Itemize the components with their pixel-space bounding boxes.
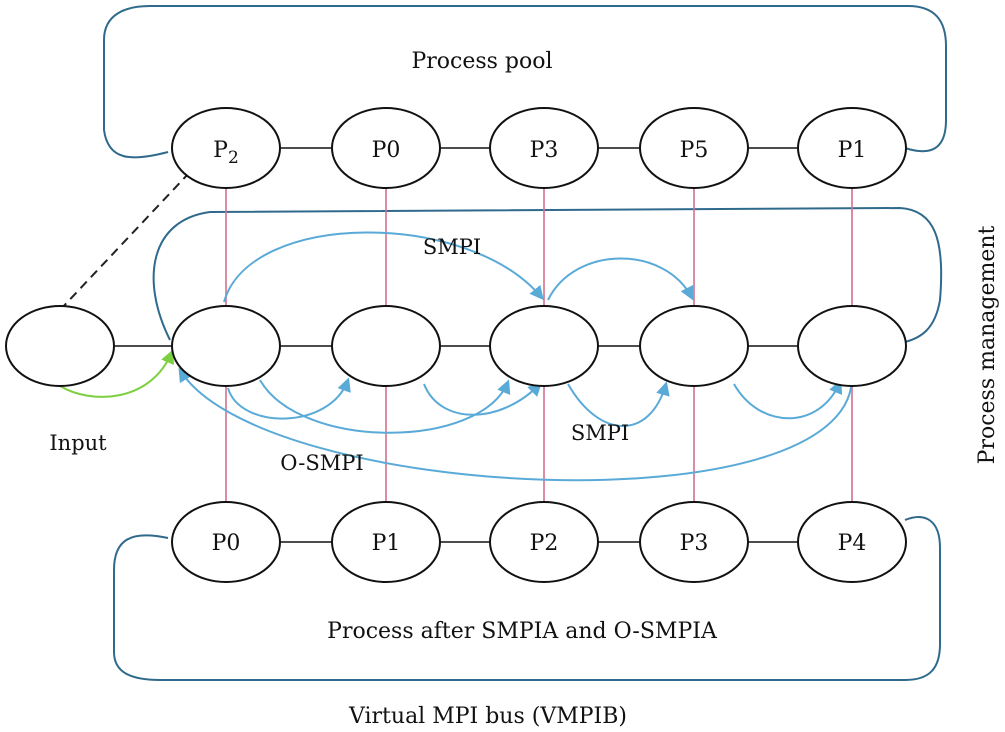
- smpi-label-bottom: SMPI: [571, 421, 629, 445]
- pool-node-label-1: P2: [213, 138, 239, 168]
- bus-node-5: [797, 501, 907, 583]
- smpi-arrows: [178, 231, 853, 482]
- process-after-label: Process after SMPIA and O-SMPIA: [327, 619, 718, 644]
- pool-node-label-2: P0: [372, 138, 401, 163]
- osmpi-label: O-SMPI: [280, 451, 363, 475]
- pool-node-label-1-main: P: [213, 138, 228, 163]
- pool-node-label-5: P1: [838, 138, 867, 163]
- input-dashed-link: [59, 171, 191, 311]
- process-management-row: [5, 305, 907, 387]
- bus-node-4: [639, 501, 749, 583]
- bus-node-label-2: P1: [372, 531, 401, 556]
- bus-node-label-5: P4: [838, 531, 867, 556]
- bus-node-2: [331, 501, 441, 583]
- process-pool-boundary: [103, 5, 947, 159]
- bus-node-label-4: P3: [680, 531, 709, 556]
- virtual-bus-row: P0 P1 P2 P3 P4: [171, 501, 907, 583]
- pool-node-4: [639, 107, 749, 189]
- smpi-arrow-3: [423, 381, 542, 416]
- smpi-label-top: SMPI: [423, 235, 481, 259]
- pool-node-5: [797, 107, 907, 189]
- osmpi-arrow-long: [178, 367, 853, 482]
- process-pool-label: Process pool: [411, 49, 552, 74]
- mid-node-3: [489, 305, 599, 387]
- bus-node-label-1: P0: [212, 531, 241, 556]
- pool-node-label-1-sub: 2: [228, 148, 239, 168]
- bus-node-1: [171, 501, 281, 583]
- process-management-boundary: [152, 206, 943, 343]
- mid-node-4: [639, 305, 749, 387]
- pool-node-2: [331, 107, 441, 189]
- pool-node-1: [171, 107, 281, 189]
- osmpi-arrow-1: [227, 377, 351, 420]
- input-node: [5, 305, 115, 387]
- process-management-label: Process management: [975, 225, 1000, 464]
- mid-node-2: [331, 305, 441, 387]
- input-arrow: [59, 349, 175, 398]
- virtual-bus-label: Virtual MPI bus (VMPIB): [348, 704, 627, 729]
- smpi-arrow-long-top: [223, 231, 544, 303]
- bus-node-3: [489, 501, 599, 583]
- pool-node-label-4: P5: [680, 138, 709, 163]
- smpi-arrow-2: [259, 379, 511, 434]
- mid-node-1: [171, 305, 281, 387]
- pool-node-label-3: P3: [530, 138, 559, 163]
- pool-node-3: [489, 107, 599, 189]
- horizontal-edges: [114, 147, 798, 543]
- virtual-bus-boundary: [113, 516, 941, 681]
- input-label: Input: [49, 431, 107, 455]
- smpi-arrow-4: [567, 381, 670, 427]
- mid-node-5: [797, 305, 907, 387]
- process-pool-row: P2 P0 P3 P5 P1: [171, 107, 907, 189]
- smpi-arrow-5: [733, 379, 843, 420]
- smpi-arrow-top-2: [547, 257, 694, 301]
- bus-node-label-3: P2: [530, 531, 559, 556]
